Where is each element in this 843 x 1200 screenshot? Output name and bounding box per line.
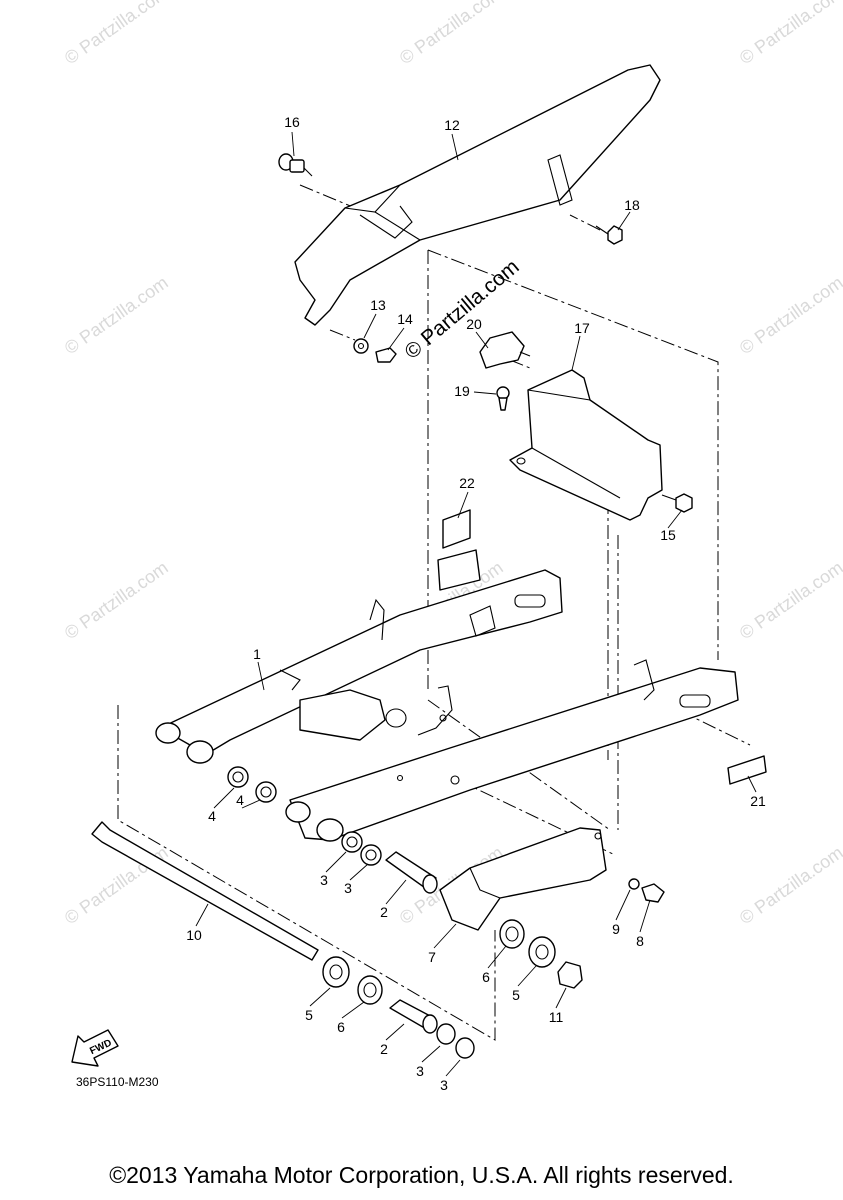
callout-8: 8 (636, 933, 644, 949)
callouts: 16 12 18 13 14 20 17 19 22 15 1 21 4 4 3… (186, 114, 766, 1093)
callout-22: 22 (459, 475, 475, 491)
callout-20: 20 (466, 316, 482, 332)
clamp-20 (479, 331, 531, 369)
callout-9: 9 (612, 921, 620, 937)
callout-3c: 3 (416, 1063, 424, 1079)
callout-14: 14 (397, 311, 413, 327)
callout-19: 19 (454, 383, 470, 399)
callout-12: 12 (444, 117, 460, 133)
watermark: © Partzilla.com (736, 842, 843, 928)
washer-9 (628, 878, 640, 890)
label-21 (727, 755, 767, 785)
watermark: © Partzilla.com (61, 0, 172, 68)
callout-4b: 4 (236, 792, 244, 808)
watermark: © Partzilla.com (736, 557, 843, 643)
chain-guard (294, 64, 661, 326)
callout-10: 10 (186, 927, 202, 943)
thrust-cover-5b (528, 936, 556, 968)
watermark: © Partzilla.com (736, 272, 843, 358)
nut-11 (557, 961, 583, 989)
bushing-4a (227, 766, 249, 788)
fwd-arrow-icon: FWD (71, 1029, 119, 1067)
swingarm (155, 569, 739, 842)
callout-13: 13 (370, 297, 386, 313)
oil-seal-6b (499, 919, 525, 949)
bolt-14 (375, 347, 397, 363)
collar-2b (389, 999, 438, 1034)
callout-5a: 5 (305, 1007, 313, 1023)
callout-5b: 5 (512, 987, 520, 1003)
bolt-18 (595, 225, 623, 245)
washer-13 (353, 338, 369, 354)
spacer-3b (360, 844, 382, 866)
callout-2a: 2 (380, 904, 388, 920)
callout-6b: 6 (337, 1019, 345, 1035)
callout-15: 15 (660, 527, 676, 543)
spacer-3c (436, 1023, 456, 1045)
label-22 (437, 509, 481, 591)
chain-slider-7 (439, 827, 607, 931)
callout-4a: 4 (208, 808, 216, 824)
spacer-3d (455, 1037, 475, 1059)
bushing-4b (255, 781, 277, 803)
thrust-cover-5a (322, 956, 350, 988)
callout-6a: 6 (482, 969, 490, 985)
rivet-19 (496, 386, 510, 411)
callout-11: 11 (549, 1009, 564, 1025)
callout-3a: 3 (320, 872, 328, 888)
watermark: © Partzilla.com (61, 272, 172, 358)
callout-18: 18 (624, 197, 640, 213)
bolt-8 (641, 883, 665, 903)
bracket-17 (509, 369, 677, 521)
callout-16: 16 (284, 114, 300, 130)
callout-17: 17 (574, 320, 590, 336)
screw-16 (278, 153, 313, 177)
oil-seal-6a (357, 975, 383, 1005)
collar-2a (385, 851, 438, 894)
callout-3b: 3 (344, 880, 352, 896)
copyright-notice: ©2013 Yamaha Motor Corporation, U.S.A. A… (109, 1162, 734, 1188)
watermark: © Partzilla.com (736, 0, 843, 68)
callout-2b: 2 (380, 1041, 388, 1057)
diagram-code: 36PS110-M230 (76, 1075, 159, 1089)
bolt-15 (675, 493, 693, 513)
watermark: © Partzilla.com (396, 0, 507, 68)
watermark: © Partzilla.com (61, 557, 172, 643)
pivot-shaft-10 (91, 821, 319, 961)
spacer-3a (341, 831, 363, 853)
callout-21: 21 (750, 793, 766, 809)
callout-1: 1 (253, 646, 261, 662)
callout-7: 7 (428, 949, 436, 965)
leader-lines (195, 131, 757, 1077)
callout-3d: 3 (440, 1077, 448, 1093)
